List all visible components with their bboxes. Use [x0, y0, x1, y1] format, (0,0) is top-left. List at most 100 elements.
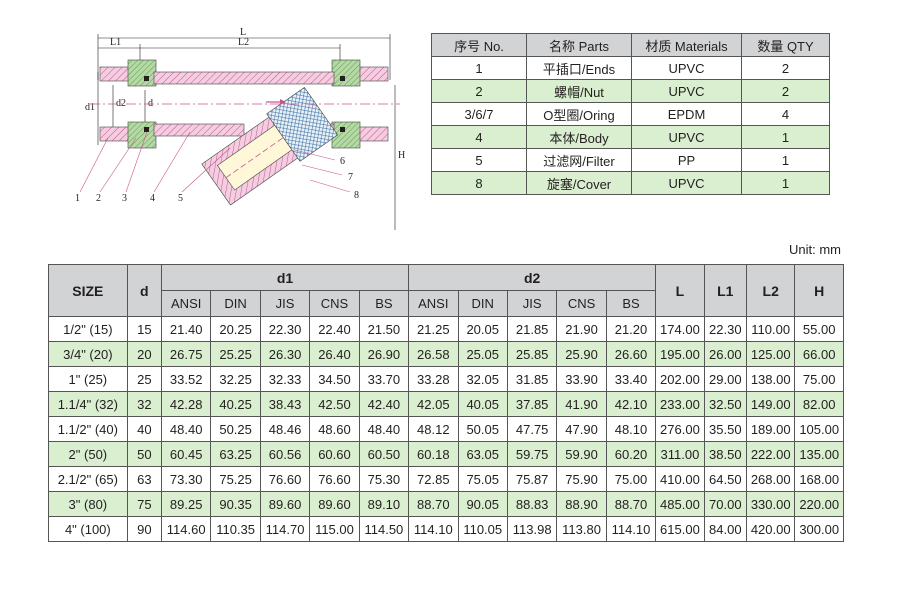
cell-d2-jis: 21.85: [506, 316, 558, 342]
header-d1-cns: CNS: [309, 290, 360, 317]
cell-size: 2.1/2" (65): [48, 466, 128, 492]
cell-L: 233.00: [655, 391, 705, 417]
part-qty: 4: [741, 102, 830, 126]
cell-d2-bs: 60.20: [605, 441, 657, 467]
cell-d2-bs: 26.60: [605, 341, 657, 367]
cell-d1-bs: 75.30: [358, 466, 410, 492]
cell-d: 90: [126, 516, 162, 542]
cell-d: 15: [126, 316, 162, 342]
cell-L2: 330.00: [745, 491, 796, 517]
cell-d2-din: 50.05: [457, 416, 508, 442]
part-material: UPVC: [631, 56, 742, 80]
cell-d2-ansi: 60.18: [408, 441, 459, 467]
header-d2-din: DIN: [457, 290, 508, 317]
cell-d1-ansi: 26.75: [160, 341, 212, 367]
header-d2-cns: CNS: [556, 290, 607, 317]
cell-d2-ansi: 33.28: [408, 366, 459, 392]
cell-d1-jis: 89.60: [259, 491, 311, 517]
callout-2: 2: [96, 193, 101, 204]
cell-d: 75: [126, 491, 162, 517]
cell-L1: 22.30: [703, 316, 747, 342]
header-H: H: [794, 264, 844, 317]
cell-L1: 70.00: [703, 491, 747, 517]
cell-d1-din: 25.25: [210, 341, 261, 367]
cell-d1-jis: 48.46: [259, 416, 311, 442]
cell-d2-din: 110.05: [457, 516, 508, 542]
cell-L: 276.00: [655, 416, 705, 442]
cell-d2-bs: 21.20: [605, 316, 657, 342]
cell-d2-cns: 41.90: [556, 391, 607, 417]
part-qty: 1: [741, 148, 830, 172]
dimension-header-row: SIZE d d1 d2 L L1 L2 H: [48, 264, 844, 317]
cell-d2-jis: 37.85: [506, 391, 558, 417]
header-d1-din: DIN: [210, 290, 261, 317]
cell-L1: 29.00: [703, 366, 747, 392]
cell-d1-din: 110.35: [210, 516, 261, 542]
header-L: L: [655, 264, 705, 317]
cell-L1: 84.00: [703, 516, 747, 542]
part-qty: 2: [741, 79, 830, 103]
header-d1-bs: BS: [358, 290, 410, 317]
cell-d1-bs: 60.50: [358, 441, 410, 467]
cell-size: 1.1/2" (40): [48, 416, 128, 442]
cell-d2-bs: 33.40: [605, 366, 657, 392]
cell-H: 135.00: [794, 441, 844, 467]
cell-d2-bs: 88.70: [605, 491, 657, 517]
cell-d1-jis: 22.30: [259, 316, 311, 342]
part-name: 本体/Body: [526, 125, 632, 149]
cell-d2-cns: 21.90: [556, 316, 607, 342]
cell-d1-cns: 22.40: [309, 316, 360, 342]
cell-d2-din: 40.05: [457, 391, 508, 417]
part-qty: 1: [741, 171, 830, 195]
cell-L1: 32.50: [703, 391, 747, 417]
header-d2-bs: BS: [605, 290, 657, 317]
cell-d1-ansi: 21.40: [160, 316, 212, 342]
cell-d2-cns: 59.90: [556, 441, 607, 467]
cell-d1-cns: 89.60: [309, 491, 360, 517]
cell-size: 4" (100): [48, 516, 128, 542]
header-d: d: [126, 264, 162, 317]
header-size: SIZE: [48, 264, 128, 317]
cell-H: 55.00: [794, 316, 844, 342]
cell-L2: 222.00: [745, 441, 796, 467]
cell-d: 50: [126, 441, 162, 467]
cell-d1-ansi: 42.28: [160, 391, 212, 417]
cell-d2-ansi: 26.58: [408, 341, 459, 367]
callout-4: 4: [150, 193, 155, 204]
header-d2-jis: JIS: [506, 290, 558, 317]
cell-size: 3" (80): [48, 491, 128, 517]
cell-H: 220.00: [794, 491, 844, 517]
dim-label-L1: L1: [110, 37, 121, 48]
cell-L1: 26.00: [703, 341, 747, 367]
cell-d1-bs: 42.40: [358, 391, 410, 417]
dimension-lines: [97, 34, 396, 230]
cell-d2-cns: 88.90: [556, 491, 607, 517]
cell-size: 1.1/4" (32): [48, 391, 128, 417]
part-name: O型圈/Oring: [526, 102, 632, 126]
dim-label-L2: L2: [238, 37, 249, 48]
header-parts: 名称 Parts: [526, 33, 632, 57]
cell-L2: 125.00: [745, 341, 796, 367]
cell-d2-bs: 75.00: [605, 466, 657, 492]
part-no: 2: [431, 79, 527, 103]
cell-d2-jis: 88.83: [506, 491, 558, 517]
part-qty: 2: [741, 56, 830, 80]
cell-L: 174.00: [655, 316, 705, 342]
cell-d2-ansi: 21.25: [408, 316, 459, 342]
parts-table: 序号 No. 名称 Parts 材质 Materials 数量 QTY 1 平插…: [431, 33, 830, 195]
cell-L2: 149.00: [745, 391, 796, 417]
part-material: UPVC: [631, 125, 742, 149]
cell-d1-ansi: 48.40: [160, 416, 212, 442]
cell-size: 2" (50): [48, 441, 128, 467]
cell-L: 485.00: [655, 491, 705, 517]
dimension-table: SIZE d d1 d2 L L1 L2 H ANSI DIN JIS CNS …: [48, 264, 844, 542]
cell-d2-ansi: 72.85: [408, 466, 459, 492]
cell-d1-din: 20.25: [210, 316, 261, 342]
header-L1: L1: [703, 264, 747, 317]
cell-d1-ansi: 89.25: [160, 491, 212, 517]
cell-d2-ansi: 42.05: [408, 391, 459, 417]
part-name: 螺帽/Nut: [526, 79, 632, 103]
